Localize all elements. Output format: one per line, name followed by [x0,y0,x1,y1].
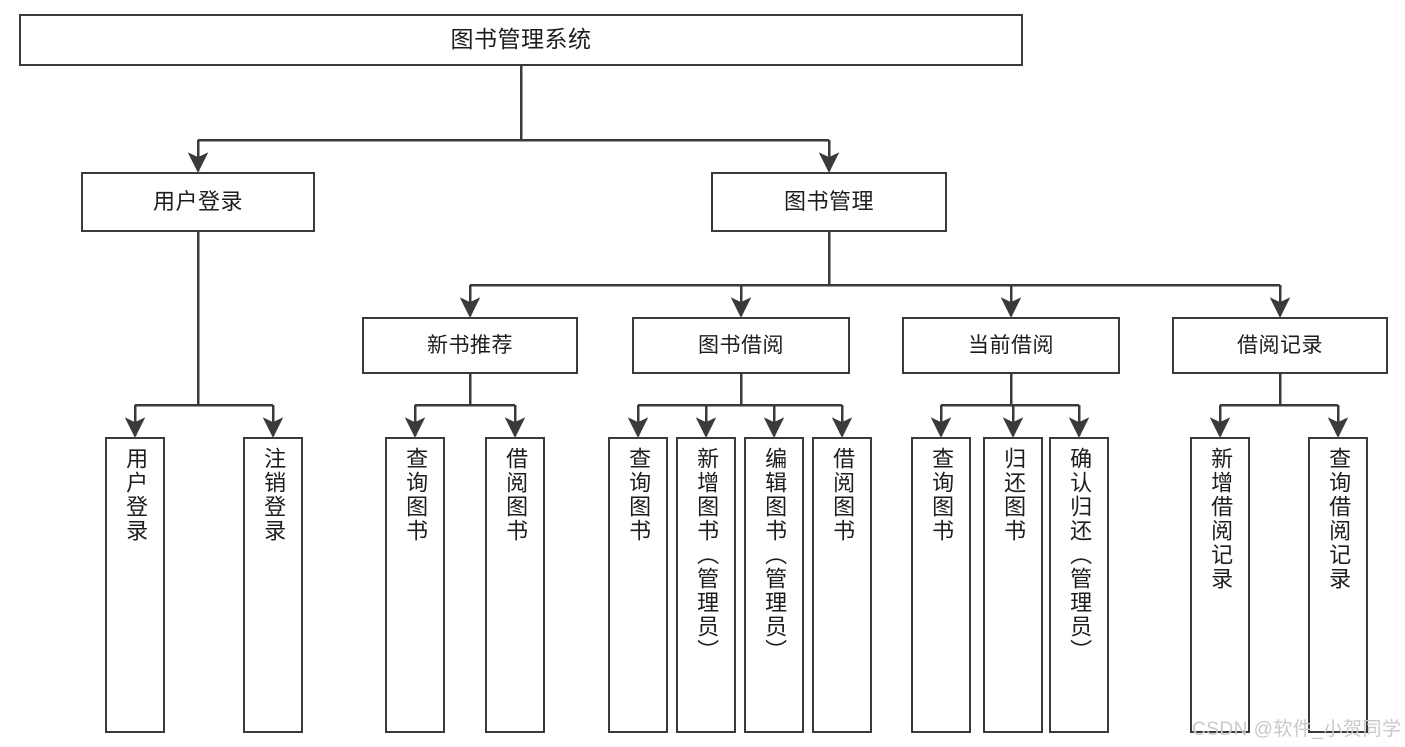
node-leaf-cur-confirm[interactable]: 确认归还（管理员） [1049,437,1109,733]
node-leaf-bw-edit[interactable]: 编辑图书（管理员） [744,437,804,733]
node-label: 查询图书 [403,447,429,543]
node-leaf-user-login[interactable]: 用户登录 [105,437,165,733]
node-leaf-rec-query[interactable]: 查询借阅记录 [1308,437,1368,733]
node-leaf-cur-query[interactable]: 查询图书 [911,437,971,733]
node-leaf-nb-borrow[interactable]: 借阅图书 [485,437,545,733]
node-leaf-rec-add[interactable]: 新增借阅记录 [1190,437,1250,733]
node-label: 图书借阅 [698,333,784,357]
node-leaf-cur-return[interactable]: 归还图书 [983,437,1043,733]
node-bookmgmt[interactable]: 图书管理 [711,172,947,232]
node-label: 借阅图书 [830,447,856,543]
node-label: 当前借阅 [968,333,1054,357]
node-label: 查询图书 [929,447,955,543]
node-label: 借阅记录 [1237,333,1323,357]
node-current[interactable]: 当前借阅 [902,317,1120,374]
node-label: 新书推荐 [427,333,513,357]
node-label: 注销登录 [261,447,287,543]
node-label: 图书管理 [783,188,874,214]
node-label: 查询图书 [626,447,652,543]
node-newbook[interactable]: 新书推荐 [362,317,578,374]
node-leaf-bw-add[interactable]: 新增图书（管理员） [676,437,736,733]
node-leaf-bw-borrow[interactable]: 借阅图书 [812,437,872,733]
node-leaf-nb-query[interactable]: 查询图书 [385,437,445,733]
node-root[interactable]: 图书管理系统 [19,14,1023,66]
node-label: 确认归还（管理员） [1067,447,1093,663]
node-label: 新增图书（管理员） [694,447,720,663]
node-label: 编辑图书（管理员） [762,447,788,663]
node-login[interactable]: 用户登录 [81,172,315,232]
node-label: 图书管理系统 [450,26,592,53]
node-label: 用户登录 [123,447,149,543]
node-borrow[interactable]: 图书借阅 [632,317,850,374]
node-records[interactable]: 借阅记录 [1172,317,1388,374]
node-leaf-user-logout[interactable]: 注销登录 [243,437,303,733]
node-label: 新增借阅记录 [1208,447,1234,591]
node-label: 归还图书 [1001,447,1027,543]
node-label: 用户登录 [152,188,243,214]
node-leaf-bw-query[interactable]: 查询图书 [608,437,668,733]
edge-paths [124,66,1349,438]
node-label: 借阅图书 [503,447,529,543]
node-label: 查询借阅记录 [1326,447,1352,591]
